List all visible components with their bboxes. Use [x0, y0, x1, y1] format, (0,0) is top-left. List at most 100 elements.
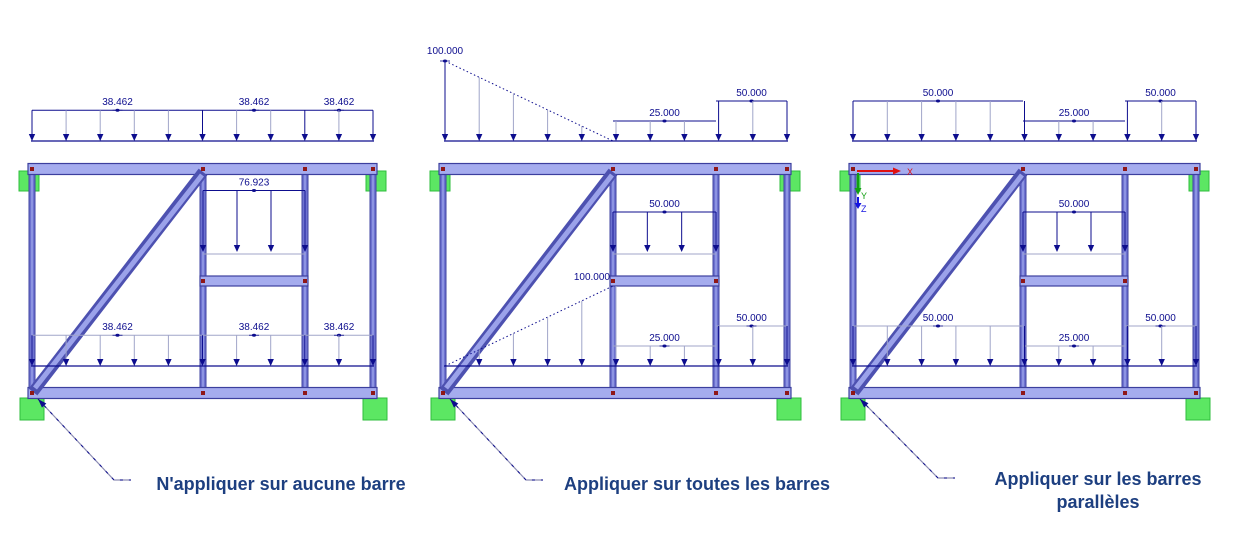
frame-members: [429, 162, 802, 421]
load-arrow-head: [476, 359, 483, 366]
node-marker: [441, 167, 445, 171]
load-arrow-head: [97, 134, 104, 141]
load-value-label: 50.000: [736, 313, 767, 324]
frame-members: [839, 162, 1211, 421]
load-arrow-head: [612, 134, 620, 141]
load-arrow-head: [301, 245, 309, 252]
caption-leader: [859, 398, 955, 479]
leader-arrow-head: [860, 399, 869, 408]
load-arrow-head: [609, 245, 617, 252]
caption-line: N'appliquer sur aucune barre: [156, 474, 406, 494]
load-arrow-head: [1158, 359, 1165, 366]
leader-line-dash: [859, 398, 955, 479]
load-arrow-head: [510, 359, 517, 366]
load-arrow-head: [678, 245, 685, 252]
load-arrow-head: [28, 359, 36, 366]
load-value-label: 38.462: [239, 97, 270, 108]
load-arrow-head: [647, 134, 654, 141]
node-marker: [785, 167, 789, 171]
load-value-label: 38.462: [102, 97, 133, 108]
node-marker: [303, 391, 307, 395]
leader-line: [37, 398, 131, 481]
load-arrow-head: [1192, 134, 1200, 141]
node-marker: [1123, 279, 1127, 283]
load-arrow-head: [884, 134, 891, 141]
load-marker: [1071, 344, 1077, 348]
node-marker: [851, 167, 855, 171]
load-value-label: 100.000: [574, 272, 611, 283]
support: [776, 397, 802, 421]
leader-arrow-head: [38, 399, 47, 408]
load-arrow-head: [267, 134, 274, 141]
node-marker: [714, 391, 718, 395]
load-arrow-head: [199, 245, 207, 252]
load-triangle-hypotenuse: [444, 285, 614, 367]
load-arrow-head: [1124, 134, 1131, 141]
load-value-label: 38.462: [324, 322, 355, 333]
node-marker: [1194, 391, 1198, 395]
node-marker: [1123, 167, 1127, 171]
load-arrow-head: [62, 134, 70, 141]
load-arrow-head: [749, 134, 756, 141]
load-arrow-head: [712, 245, 720, 252]
load-value-label: 50.000: [1145, 88, 1176, 99]
load-arrow-head: [578, 134, 585, 141]
node-marker: [30, 167, 34, 171]
load-arrow-head: [918, 359, 925, 366]
load-arrow-head: [749, 359, 756, 366]
lower-load-band: 100.000 25.000 50.000: [444, 272, 791, 367]
caption-leader: [449, 398, 543, 481]
structure-apply-to-all-members: 100.00025.00050.00050.000100.00025.00050…: [427, 46, 802, 481]
load-arrow-head: [369, 359, 377, 366]
interior-beam-member: [609, 275, 720, 287]
load-marker: [935, 324, 941, 328]
load-value-label: 25.000: [649, 333, 680, 344]
load-arrow-head: [715, 359, 722, 366]
load-value-label: 50.000: [1145, 313, 1176, 324]
load-arrow-head: [681, 359, 688, 366]
node-marker: [1194, 167, 1198, 171]
interior-load-box: 50.000: [609, 199, 720, 255]
z-axis-arrow-head: [854, 203, 862, 209]
caption-line: Appliquer sur toutes les barres: [563, 474, 831, 494]
load-arrow-head: [301, 134, 308, 141]
load-arrow-head: [1055, 359, 1062, 366]
load-arrow-head: [612, 359, 620, 366]
z-axis-label: Z: [861, 204, 867, 214]
load-arrow-head: [1158, 134, 1165, 141]
node-marker: [714, 167, 718, 171]
interior-beam-member: [1019, 275, 1129, 287]
load-marker: [115, 333, 120, 337]
support: [362, 397, 388, 421]
load-arrow-head: [849, 134, 857, 141]
load-arrow-head: [165, 359, 172, 366]
load-arrow-head: [369, 134, 377, 141]
node-marker: [201, 279, 205, 283]
load-arrow-head: [1055, 134, 1062, 141]
load-arrow-head: [952, 134, 960, 141]
interior-beam-member: [199, 275, 309, 287]
node-marker: [611, 279, 615, 283]
load-arrow-head: [301, 359, 308, 366]
load-marker: [935, 99, 941, 103]
node-marker: [441, 391, 445, 395]
load-marker: [251, 108, 257, 112]
load-value-label: 50.000: [1059, 199, 1090, 210]
load-arrow-head: [783, 359, 791, 366]
load-arrow-head: [715, 134, 722, 141]
load-marker: [251, 188, 257, 192]
load-marker: [251, 333, 257, 337]
load-arrow-head: [987, 134, 994, 141]
caption-leader: [37, 398, 131, 481]
node-marker: [611, 391, 615, 395]
load-arrow-head: [28, 134, 36, 141]
load-arrow-head: [267, 359, 274, 366]
leader-line: [449, 398, 543, 481]
caption-apply-all: Appliquer sur toutes les barres: [564, 473, 830, 496]
load-marker: [1071, 119, 1077, 123]
interior-load-box: 76.923: [199, 177, 309, 255]
load-value-label: 38.462: [239, 322, 270, 333]
